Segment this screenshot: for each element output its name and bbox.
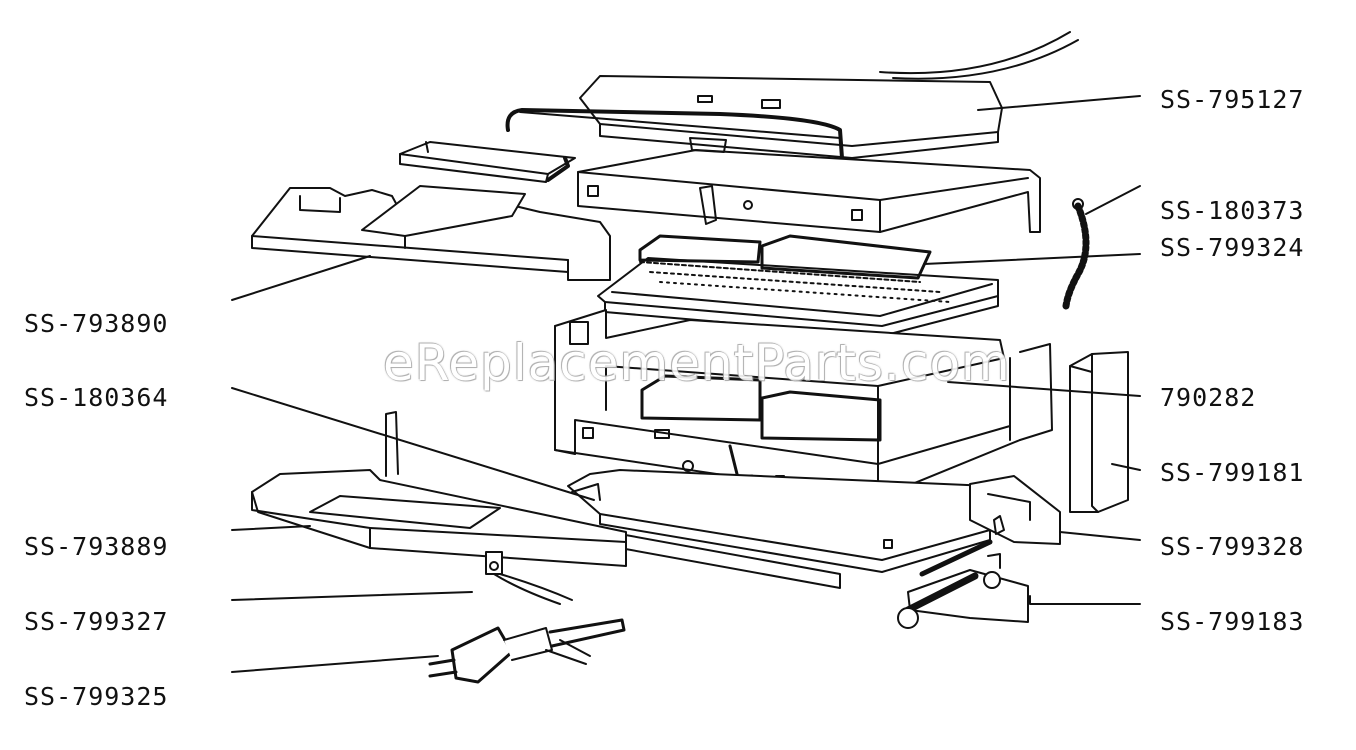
part-label-ss-799183[interactable]: SS-799183: [1160, 607, 1305, 636]
part-label-ss-799325[interactable]: SS-799325: [24, 682, 169, 711]
part-label-ss-799327[interactable]: SS-799327: [24, 607, 169, 636]
part-label-ss-799324[interactable]: SS-799324: [1160, 233, 1305, 262]
top-lid: [505, 75, 1003, 160]
base-tray: [567, 469, 991, 589]
leader-lines: [231, 95, 1141, 673]
thermostat: [897, 553, 1029, 629]
drip-tray: [251, 411, 627, 567]
switch-assembly: [919, 475, 1061, 577]
side-panel: [1069, 351, 1129, 513]
left-side-cover: [251, 185, 611, 281]
grill-plate: [597, 234, 999, 337]
part-label-ss-795127[interactable]: SS-795127: [1160, 85, 1305, 114]
upper-frame: [577, 137, 1041, 233]
part-label-790282[interactable]: 790282: [1160, 383, 1257, 412]
part-label-ss-180364[interactable]: SS-180364: [24, 383, 169, 412]
top-wire-strands: [879, 31, 1079, 80]
part-label-ss-793889[interactable]: SS-793889: [24, 532, 169, 561]
connector: [485, 551, 573, 605]
part-label-ss-799181[interactable]: SS-799181: [1160, 458, 1305, 487]
part-label-ss-793890[interactable]: SS-793890: [24, 309, 169, 338]
hose: [1062, 198, 1090, 310]
plug: [428, 618, 626, 684]
watermark: eReplacementParts.com: [383, 334, 1011, 392]
small-handle: [399, 141, 576, 183]
part-label-ss-180373[interactable]: SS-180373: [1160, 196, 1305, 225]
part-label-ss-799328[interactable]: SS-799328: [1160, 532, 1305, 561]
